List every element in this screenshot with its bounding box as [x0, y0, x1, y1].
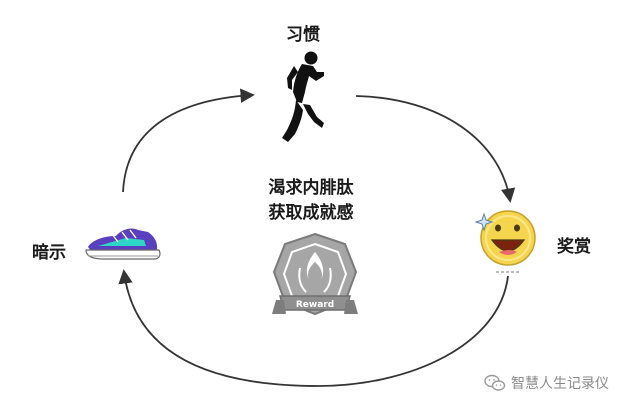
- arrow-reward-to-cue: [118, 269, 509, 387]
- reward-label: 奖赏: [557, 237, 591, 257]
- wechat-icon: [484, 374, 506, 391]
- reward-badge-icon: Reward: [272, 232, 358, 316]
- arrow-habit-to-reward: [355, 95, 516, 203]
- sneaker-icon: [85, 228, 161, 260]
- habit-label: 习惯: [286, 25, 320, 45]
- cue-label: 暗示: [32, 243, 66, 263]
- running-person-icon: [282, 51, 324, 142]
- watermark-text: 智慧人生记录仪: [511, 376, 609, 392]
- craving-line-2: 获取成就感: [268, 203, 354, 223]
- smiley-face-icon: [474, 210, 536, 273]
- craving-text: 渴求内腓肽 获取成就感: [236, 176, 386, 226]
- badge-text: Reward: [296, 300, 334, 310]
- arrow-cue-to-habit: [122, 88, 255, 193]
- craving-line-1: 渴求内腓肽: [268, 178, 354, 198]
- watermark: 智慧人生记录仪: [484, 373, 609, 393]
